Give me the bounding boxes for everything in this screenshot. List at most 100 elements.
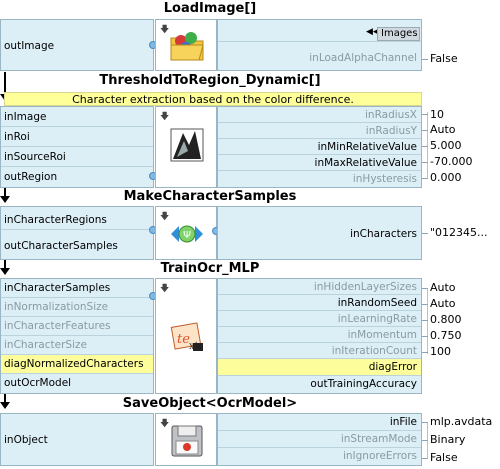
value-connector xyxy=(422,336,428,337)
value-connector xyxy=(422,422,428,423)
block-title: LoadImage[] xyxy=(163,1,257,16)
flow-arrow-3 xyxy=(0,268,10,275)
param-value[interactable]: mlp.avdata xyxy=(430,415,493,428)
download-icon: 🡇 xyxy=(160,212,170,222)
port-label[interactable]: inFile xyxy=(218,414,421,431)
port-label[interactable]: inCharacterSamples xyxy=(1,279,153,298)
value-connector xyxy=(422,288,428,289)
svg-text:te: te xyxy=(177,332,190,347)
param-value[interactable]: 0.750 xyxy=(430,329,462,342)
port-label[interactable]: outOcrModel xyxy=(4,377,72,389)
port-label[interactable]: inCharacters xyxy=(350,228,417,240)
flow-line-4 xyxy=(4,394,6,402)
param-value[interactable]: Binary xyxy=(430,433,466,446)
param-value[interactable]: -70.000 xyxy=(430,155,473,168)
value-bracket xyxy=(427,288,428,354)
port-label[interactable]: outImage xyxy=(4,40,55,52)
port-label[interactable]: inHiddenLayerSizes xyxy=(218,279,421,295)
block-title: MakeCharacterSamples xyxy=(123,189,297,204)
block-icon-box[interactable]: 🡇 xyxy=(155,413,217,466)
value-connector xyxy=(422,440,428,441)
samples-icon: Ψ xyxy=(171,225,203,243)
param-value[interactable]: 0.800 xyxy=(430,313,462,326)
floppy-disk-icon xyxy=(171,425,203,457)
value-connector xyxy=(422,233,428,234)
port-label[interactable]: inRandomSeed xyxy=(218,295,421,311)
value-connector xyxy=(422,458,428,459)
output-column: inRadiusX inRadiusY inMinRelativeValue i… xyxy=(217,106,422,188)
port-label[interactable]: inCharacterFeatures xyxy=(1,317,153,336)
port-label[interactable]: outTrainingAccuracy xyxy=(310,378,417,390)
port-label[interactable]: inHysteresis xyxy=(352,173,417,185)
image-folder-icon xyxy=(170,32,204,61)
block-icon-box[interactable]: 🡇 Ψ xyxy=(155,206,217,260)
port-label[interactable]: inRoi xyxy=(1,127,153,147)
port-label[interactable]: inSourceRoi xyxy=(1,147,153,167)
port-label[interactable]: inRadiusX xyxy=(218,107,421,123)
block-comment: Character extraction based on the color … xyxy=(4,92,422,106)
param-value[interactable]: False xyxy=(430,451,458,464)
value-connector xyxy=(422,146,428,147)
port-label[interactable]: inMinRelativeValue xyxy=(218,139,421,155)
input-column: outImage xyxy=(0,19,154,71)
input-column: inImage inRoi inSourceRoi outRegion xyxy=(0,106,154,188)
block-title: TrainOcr_MLP xyxy=(160,261,260,276)
port-label[interactable]: inLearningRate xyxy=(218,311,421,327)
file-source-tag[interactable]: Images xyxy=(377,27,420,41)
param-value[interactable]: 5.000 xyxy=(430,139,462,152)
port-label[interactable]: inIterationCount xyxy=(218,343,421,359)
flow-arrow-2 xyxy=(0,196,10,203)
port-label-highlighted[interactable]: diagError xyxy=(218,359,421,376)
port-label-highlighted[interactable]: diagNormalizedCharacters xyxy=(1,355,153,374)
block-icon-box[interactable]: 🡇 xyxy=(155,106,217,188)
port-label[interactable]: inIgnoreErrors xyxy=(342,450,417,462)
port-label[interactable]: inLoadAlphaChannel xyxy=(309,52,417,64)
output-column: inFile inStreamMode inIgnoreErrors xyxy=(217,413,422,466)
block-title: ThresholdToRegion_Dynamic[] xyxy=(99,73,321,88)
flow-line-1 xyxy=(4,72,6,94)
param-value[interactable]: "012345... xyxy=(430,226,488,239)
param-value[interactable]: False xyxy=(430,52,458,65)
threshold-icon xyxy=(170,128,204,162)
value-connector xyxy=(422,114,428,115)
ocr-text-icon: te xt xyxy=(170,322,203,352)
param-value[interactable]: 100 xyxy=(430,345,451,358)
value-bracket xyxy=(427,112,428,178)
param-value[interactable]: Auto xyxy=(430,297,456,310)
flow-line-3 xyxy=(4,260,6,268)
flow-line-2 xyxy=(4,188,6,196)
flow-arrow-4 xyxy=(0,402,10,409)
output-column: inHiddenLayerSizes inRandomSeed inLearni… xyxy=(217,278,422,394)
port-label[interactable]: inCharacterSize xyxy=(1,336,153,355)
port-label[interactable]: inMaxRelativeValue xyxy=(218,155,421,171)
download-icon: 🡇 xyxy=(160,25,170,35)
port-label[interactable]: inCharacterRegions xyxy=(1,210,153,230)
port-label[interactable]: inNormalizationSize xyxy=(1,298,153,317)
param-value[interactable]: Auto xyxy=(430,123,456,136)
port-label[interactable]: inMomentum xyxy=(218,327,421,343)
port-label[interactable]: inImage xyxy=(1,107,153,127)
download-icon: 🡇 xyxy=(160,284,170,294)
value-connector xyxy=(422,352,428,353)
port-label[interactable]: inStreamMode xyxy=(218,431,421,448)
port-label[interactable]: outRegion xyxy=(4,171,58,183)
input-link-icon: ◀◀ xyxy=(366,27,380,37)
param-value[interactable]: Auto xyxy=(430,281,456,294)
download-icon: 🡇 xyxy=(160,419,170,429)
param-value[interactable]: 0.000 xyxy=(430,171,462,184)
value-connector xyxy=(422,59,428,60)
block-title: SaveObject<OcrModel> xyxy=(122,396,298,411)
port-label[interactable]: inRadiusY xyxy=(218,123,421,139)
input-column: inCharacterRegions outCharacterSamples xyxy=(0,206,154,260)
port-label[interactable]: outCharacterSamples xyxy=(4,240,118,252)
input-column: inObject xyxy=(0,413,154,466)
block-icon-box[interactable]: 🡇 xyxy=(155,19,217,71)
value-connector xyxy=(422,178,428,179)
port-label[interactable]: inObject xyxy=(4,434,48,446)
svg-text:Ψ: Ψ xyxy=(183,230,191,241)
param-value[interactable]: 10 xyxy=(430,108,444,121)
block-icon-box[interactable]: 🡇 te xt xyxy=(155,278,217,394)
value-connector xyxy=(422,130,428,131)
download-icon: 🡇 xyxy=(160,112,170,122)
input-column: inCharacterSamples inNormalizationSize i… xyxy=(0,278,154,394)
